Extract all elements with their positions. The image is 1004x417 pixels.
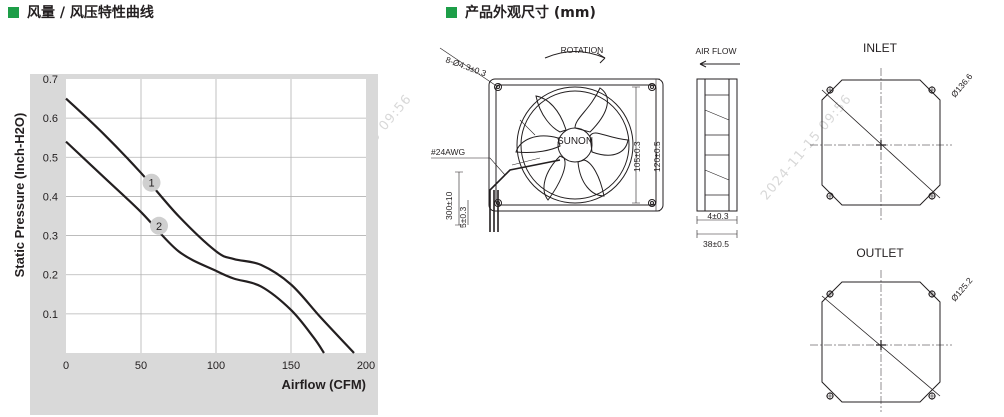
curve-section-title: 风量 / 风压特性曲线 <box>8 2 154 22</box>
rotation-label: ROTATION <box>561 45 604 55</box>
y-tick-label: 0.3 <box>43 231 58 243</box>
x-tick-labels: 0 50 100 150 200 <box>63 360 375 372</box>
wire-gauge-label: #24AWG <box>431 147 465 157</box>
series-marker-label: 2 <box>156 221 162 233</box>
inlet-diameter-label: Ø136.6 <box>949 71 975 99</box>
series-marker-1 <box>142 173 161 192</box>
inlet-view: INLET Ø136.6 <box>810 41 975 220</box>
outlet-diameter-label: Ø125.2 <box>949 275 975 303</box>
depth-label: 38±0.5 <box>703 239 729 249</box>
x-tick-label: 150 <box>282 360 300 372</box>
brand-label: SUNON <box>557 136 593 147</box>
airflow-arrow <box>699 60 740 68</box>
fan-blade <box>535 95 567 133</box>
x-tick-label: 0 <box>63 360 69 372</box>
flange-thickness-label: 4±0.3 <box>707 211 728 221</box>
chart-series <box>65 97 355 354</box>
fan-side-view: AIR FLOW 4±0.3 38±0.5 <box>695 46 740 249</box>
y-axis-label: Static Pressure (Inch-H2O) <box>12 113 27 278</box>
fan-blade <box>589 132 629 156</box>
series-marker-label: 1 <box>148 178 154 190</box>
strip-length-label: 5±0.3 <box>458 207 468 228</box>
series-line-1 <box>65 97 355 354</box>
dimension-section-title: 产品外观尺寸 (mm) <box>446 2 596 22</box>
x-tick-label: 50 <box>135 360 147 372</box>
hole-pitch-label: 105±0.3 <box>632 141 642 172</box>
outlet-label: OUTLET <box>856 246 904 260</box>
fan-blade <box>574 87 608 133</box>
y-tick-label: 0.5 <box>43 152 58 164</box>
fan-blade <box>543 155 566 201</box>
x-tick-label: 100 <box>207 360 225 372</box>
frame-size-label: 120±0.5 <box>652 141 662 172</box>
dimension-drawing: SUNON ROTATION 8-Ø4.3±0.3 #24AWG 300±10 … <box>431 41 975 412</box>
fan-blade <box>515 135 561 153</box>
hole-spec-label: 8-Ø4.3±0.3 <box>444 54 488 78</box>
y-tick-label: 0.6 <box>43 113 58 125</box>
lead-wire <box>489 159 561 232</box>
fan-blade <box>577 159 605 197</box>
inlet-label: INLET <box>863 41 898 55</box>
fan-front-view: SUNON ROTATION 8-Ø4.3±0.3 #24AWG 300±10 … <box>431 45 664 232</box>
chart-grid <box>66 79 366 353</box>
outlet-view: OUTLET Ø125.2 <box>810 246 975 412</box>
y-tick-label: 0.4 <box>43 191 58 203</box>
chart-markers: 12 <box>142 173 168 235</box>
section-marker-icon <box>8 6 19 18</box>
airflow-label: AIR FLOW <box>695 46 736 56</box>
curve-title-text: 风量 / 风压特性曲线 <box>27 5 154 21</box>
series-marker-2 <box>150 216 168 235</box>
wire-length-label: 300±10 <box>444 191 454 220</box>
rotation-arrow <box>544 51 606 59</box>
x-tick-label: 200 <box>357 360 375 372</box>
x-axis-label: Airflow (CFM) <box>282 377 366 392</box>
y-tick-label: 0.2 <box>43 270 58 282</box>
y-tick-label: 0.1 <box>43 309 58 321</box>
dimension-title-text: 产品外观尺寸 (mm) <box>465 5 596 21</box>
series-line-2 <box>65 140 325 354</box>
section-marker-icon <box>446 6 457 18</box>
y-tick-label: 0.7 <box>43 74 58 86</box>
y-tick-labels: 0.1 0.2 0.3 0.4 0.5 0.6 0.7 <box>43 74 58 321</box>
